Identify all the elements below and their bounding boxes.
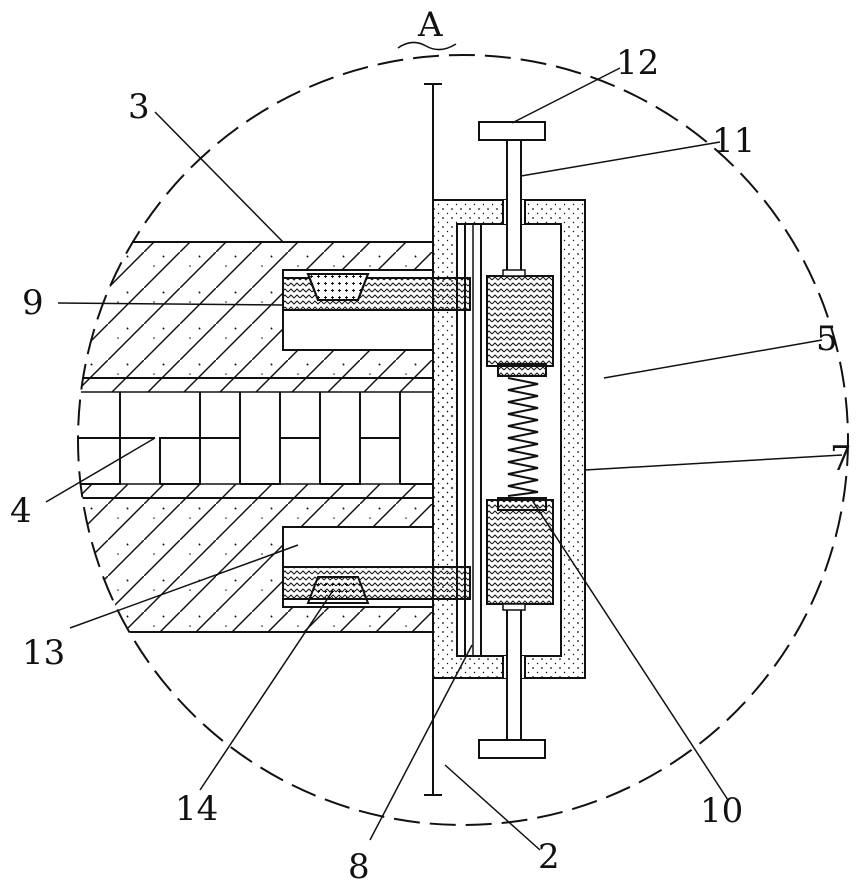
rod-lower [506,603,522,741]
handle-upper [478,121,546,141]
rod-collar-lower [502,603,526,611]
seal-upper-fill [306,273,370,301]
label-7: 7 [830,439,852,479]
label-11: 11 [712,121,755,161]
rod-collar-upper [502,269,526,277]
block-upper [486,275,554,367]
section-mark-wave [397,41,457,51]
stair-4 [78,392,433,485]
handle-lower [478,739,546,759]
seal-lower [306,576,370,604]
guide-plate-8 [464,223,482,657]
label-9: 9 [22,283,44,323]
label-12: 12 [616,43,659,83]
label-5: 5 [816,319,838,359]
plate-left [433,350,457,527]
section-mark: A [417,5,443,45]
label-2: 2 [538,837,560,877]
label-4: 4 [10,491,32,531]
spring-cap-lower [497,497,547,511]
leader-lines [45,67,843,851]
label-8: 8 [348,847,370,887]
rod-upper [506,137,522,277]
label-10: 10 [700,791,743,831]
spring-cap-upper [497,363,547,377]
block-lower [486,499,554,605]
label-13: 13 [22,633,65,673]
detail-circle [77,54,849,826]
spring-10 [507,377,539,497]
label-14: 14 [175,789,218,829]
label-3: 3 [128,87,150,127]
